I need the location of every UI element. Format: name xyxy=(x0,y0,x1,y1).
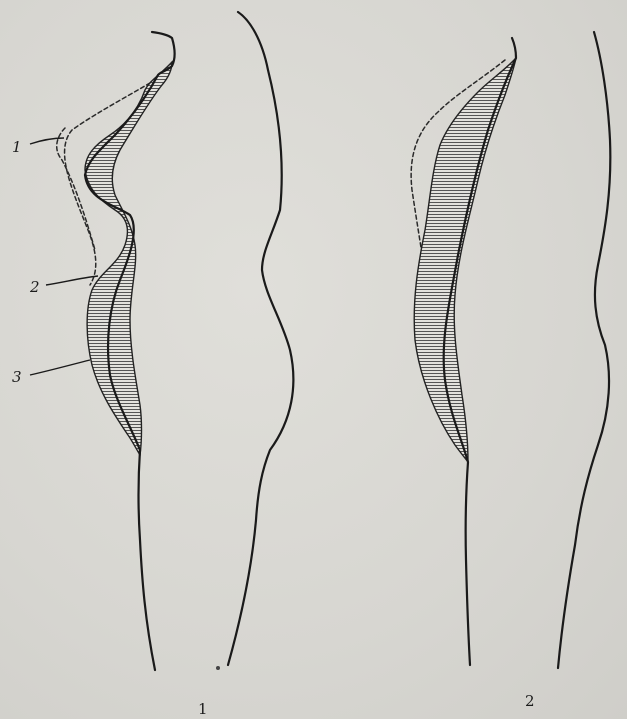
callout-1-label: 1 xyxy=(12,138,22,156)
panel-2-shaded-region xyxy=(414,58,516,462)
callout-1-leader xyxy=(30,138,64,144)
panel-1-neck-outline xyxy=(228,12,293,665)
panel-1: 1 2 3 1 xyxy=(12,12,293,718)
panel-2-neck-outline xyxy=(558,32,610,668)
callout-3-label: 3 xyxy=(12,368,22,386)
panel-2-label: 2 xyxy=(525,692,535,710)
specks xyxy=(216,666,220,670)
callout-2-label: 2 xyxy=(29,278,40,296)
callout-3-leader xyxy=(30,360,90,375)
panel-1-label: 1 xyxy=(198,700,208,718)
panel-1-dashed-outline-outer xyxy=(65,72,168,285)
panel-2: 2 xyxy=(411,32,610,710)
